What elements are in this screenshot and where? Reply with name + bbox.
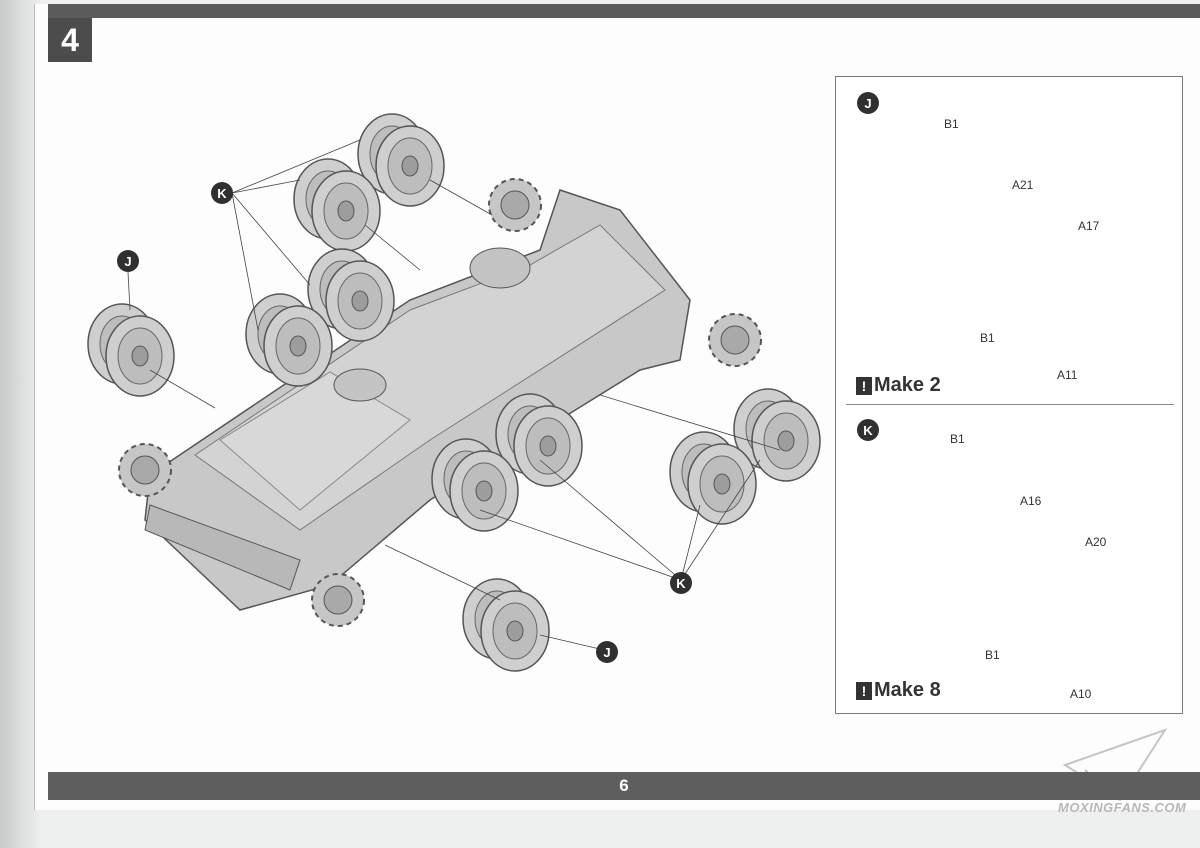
top-bar bbox=[48, 4, 1200, 18]
part-label-b1: B1 bbox=[944, 117, 959, 131]
part-label-a16: A16 bbox=[1020, 494, 1042, 508]
make-quantity-k: ! Make 8 bbox=[856, 679, 941, 702]
callout-j: J bbox=[117, 250, 139, 272]
idler-bottom bbox=[311, 573, 365, 627]
part-label-a11: A11 bbox=[1057, 368, 1078, 382]
page-footer-bar: 6 bbox=[48, 772, 1200, 800]
hull bbox=[144, 189, 691, 611]
leader-lines bbox=[127, 139, 781, 651]
road-wheel-pair bbox=[88, 304, 174, 396]
make-quantity-j: ! Make 2 bbox=[856, 374, 941, 397]
warning-icon: ! bbox=[856, 681, 872, 700]
warning-icon: ! bbox=[856, 376, 872, 395]
make-quantity-text: Make 2 bbox=[874, 374, 941, 396]
part-label-a20: A20 bbox=[1085, 535, 1107, 549]
spine-shadow bbox=[0, 0, 40, 848]
subassembly-inset-panel bbox=[835, 76, 1183, 714]
inset-divider bbox=[846, 404, 1174, 405]
part-label-a21: A21 bbox=[1012, 178, 1034, 192]
drive-sprocket-rear bbox=[708, 313, 762, 367]
callout-j: J bbox=[596, 641, 618, 663]
part-label-b1: B1 bbox=[985, 648, 1000, 662]
drive-sprocket-front bbox=[488, 178, 542, 232]
part-label-a10: A10 bbox=[1070, 687, 1092, 701]
part-label-a17: A17 bbox=[1078, 219, 1100, 233]
inset-k-badge: K bbox=[857, 419, 879, 441]
idler-left bbox=[118, 443, 172, 497]
step-number-badge: 4 bbox=[48, 18, 92, 62]
callout-k: K bbox=[211, 182, 233, 204]
page-number: 6 bbox=[619, 776, 629, 795]
part-label-b1: B1 bbox=[980, 331, 995, 345]
road-wheel-pair bbox=[463, 579, 549, 671]
part-label-b1: B1 bbox=[950, 432, 965, 446]
watermark-text: MOXINGFANS.COM bbox=[1058, 800, 1187, 815]
callout-k: K bbox=[670, 572, 692, 594]
inset-j-badge: J bbox=[857, 92, 879, 114]
make-quantity-text: Make 8 bbox=[874, 679, 941, 701]
